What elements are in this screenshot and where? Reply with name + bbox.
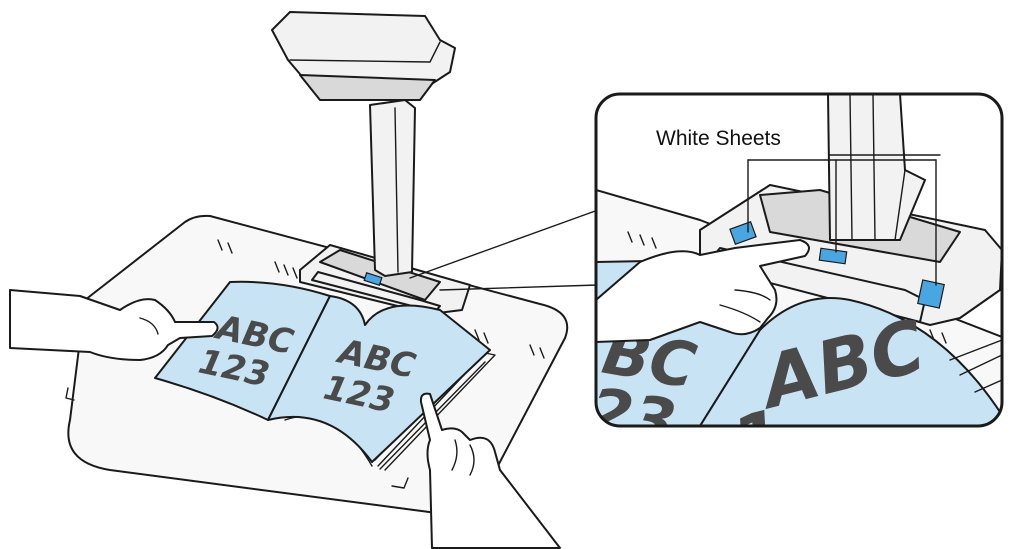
scanner-device [272, 12, 470, 314]
white-sheets-label: White Sheets [656, 127, 781, 150]
zoom-left-page-text-line2: 23 [583, 373, 681, 460]
white-sheet-right [918, 280, 945, 308]
zoom-callout: BC 23 ABC 1 White Sheets [583, 94, 1010, 486]
